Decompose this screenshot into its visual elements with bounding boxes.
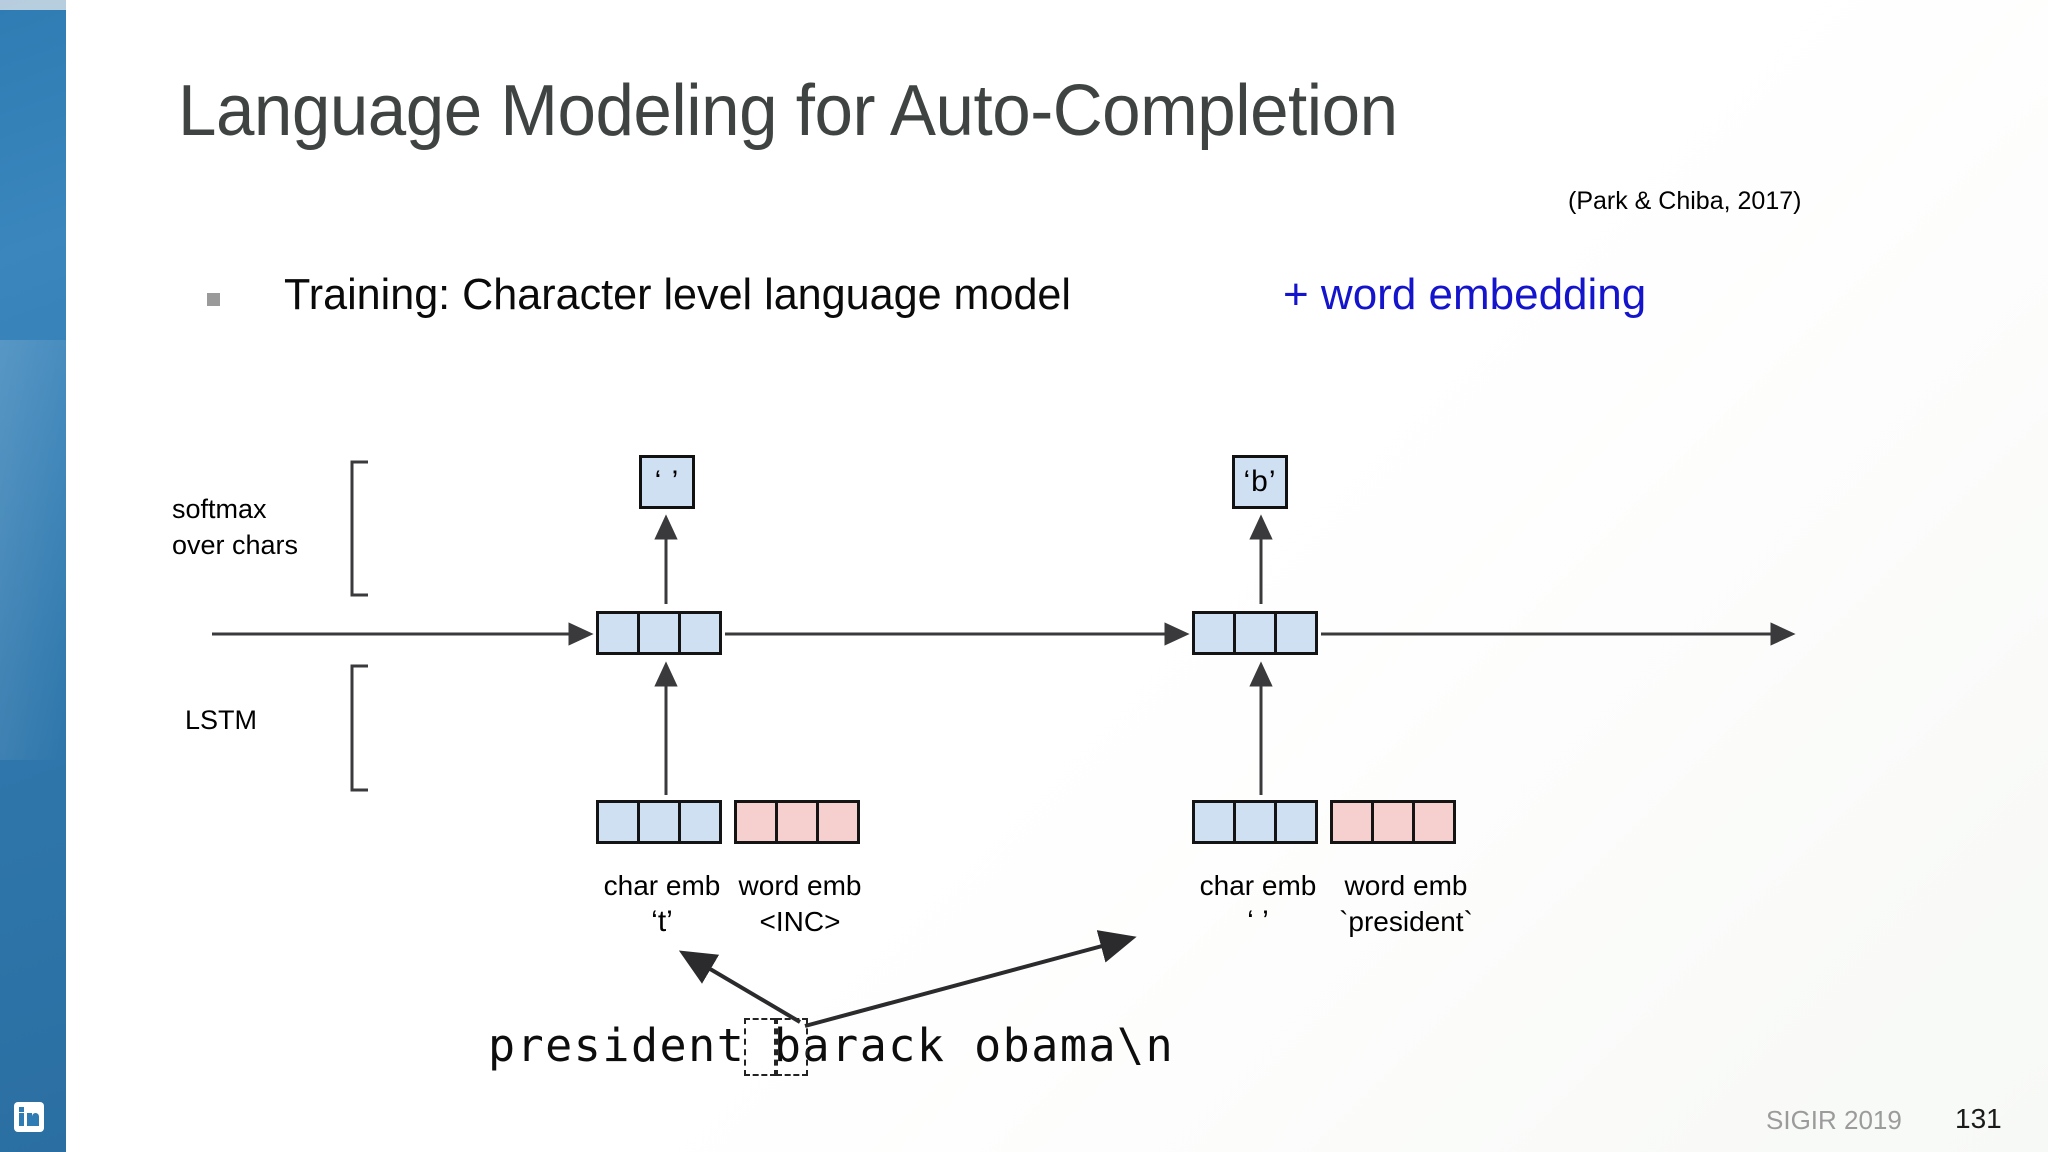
char-emb-cell [637,800,681,844]
page-title: Language Modeling for Auto-Completion [178,71,1398,151]
embedding-gap [722,800,734,844]
sidebar-sheen [0,340,66,760]
char-emb-value-t1: ‘t’ [651,905,673,938]
char-emb-cell [678,800,722,844]
lstm-cell [1274,611,1318,655]
word-emb-cell [816,800,860,844]
lstm-cell [637,611,681,655]
char-embedding-cells-t2 [1192,800,1318,844]
linkedin-logo-stem [19,1113,24,1126]
char-emb-cell [1192,800,1236,844]
output-box-t1: ‘ ’ [639,455,695,509]
sidebar-accent-bar [0,0,66,1152]
footer-conference: SIGIR 2019 [1766,1105,1902,1135]
char-emb-cell [1274,800,1318,844]
lstm-cell [1192,611,1236,655]
linkedin-logo-n-right [32,1113,39,1126]
square-bullet-icon [207,293,220,306]
word-emb-cell [734,800,778,844]
char-emb-value-t2: ‘ ’ [1247,905,1269,938]
input-string-text: president barack obama\n [488,1019,1175,1072]
lstm-cells-t2 [1192,611,1318,655]
label-softmax-over-chars: softmax over chars [172,491,298,563]
bullet-highlight-text: + word embedding [1283,270,1647,319]
word-embedding-cells-t1 [734,800,860,844]
linkedin-logo-n-left [27,1113,32,1126]
label-softmax-line1: softmax [172,494,267,524]
embedding-row-t1 [596,800,860,844]
word-emb-cell [775,800,819,844]
highlight-box-space [776,1018,808,1076]
word-emb-cell [1371,800,1415,844]
lstm-cell [596,611,640,655]
char-emb-label-t1: char emb [603,870,721,901]
bullet-text: Training: Character level language model [284,270,1071,319]
bracket-lstm [350,664,368,792]
label-softmax-line2: over chars [172,530,299,560]
lstm-cell [1233,611,1277,655]
bracket-softmax [350,460,368,597]
footer-page-number: 131 [1955,1103,2002,1134]
embedding-gap [1318,800,1330,844]
embedding-row-t2 [1192,800,1456,844]
citation-text: (Park & Chiba, 2017) [1568,187,1802,215]
word-emb-label-t2: word emb [1344,870,1468,901]
sidebar-top-cap [0,0,66,10]
word-emb-cell [1330,800,1374,844]
label-lstm: LSTM [185,705,258,735]
word-emb-value-t1: <INC> [759,906,841,937]
output-box-t2: ‘b’ [1232,455,1288,509]
char-emb-cell [596,800,640,844]
char-emb-label-t2: char emb [1199,870,1317,901]
lstm-cell [678,611,722,655]
lstm-cells-t1 [596,611,722,655]
arrow-char-to-right-timestep [804,930,1137,1028]
word-emb-label-t1: word emb [738,870,862,901]
char-emb-cell [1233,800,1277,844]
word-emb-value-t2: `president` [1339,906,1473,937]
word-emb-cell [1412,800,1456,844]
linkedin-logo-dot [19,1107,24,1112]
word-embedding-cells-t2 [1330,800,1456,844]
arrow-char-to-t-label [678,950,802,1024]
highlight-box-char [744,1018,776,1076]
linkedin-logo [14,1102,44,1132]
char-embedding-cells-t1 [596,800,722,844]
